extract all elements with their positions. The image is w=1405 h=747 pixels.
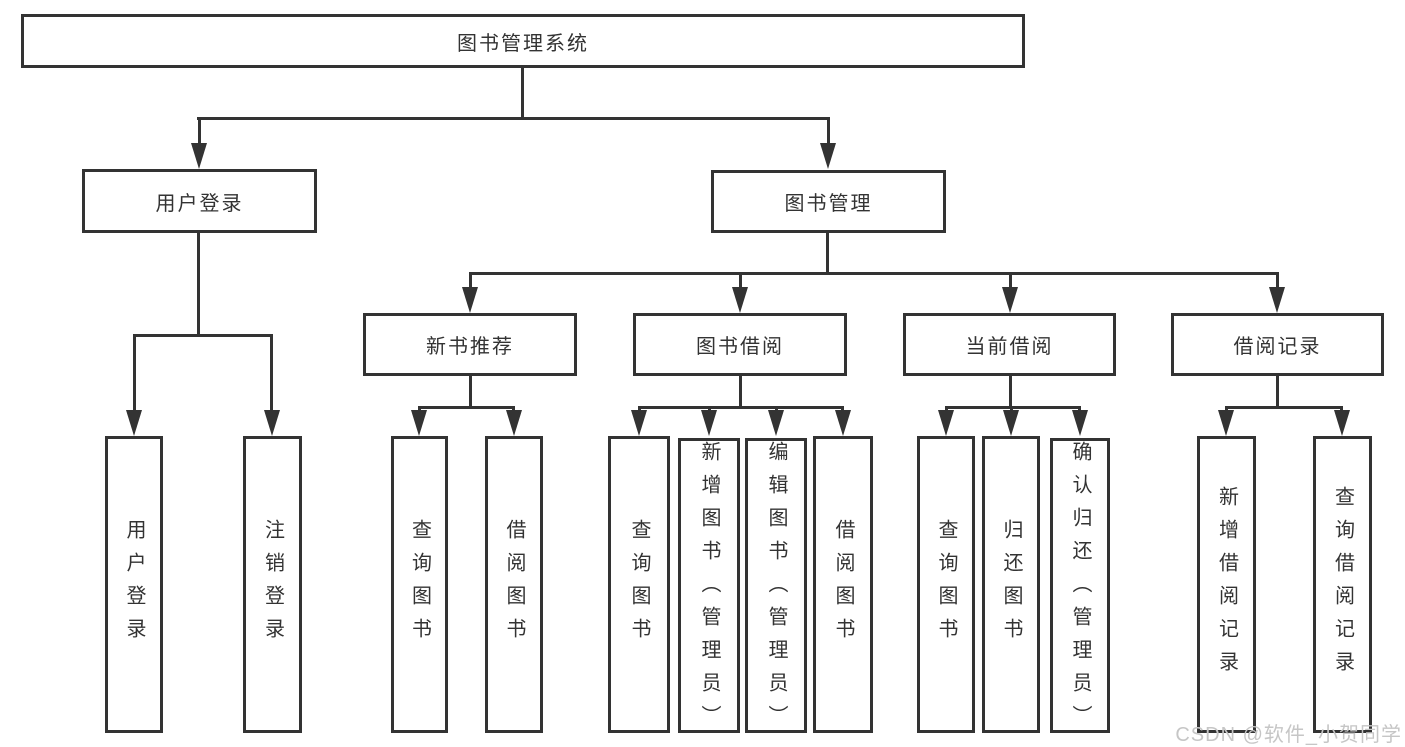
connector-v <box>197 233 200 336</box>
connector-v <box>1276 272 1279 290</box>
node-label: 借阅记录 <box>1233 336 1322 358</box>
connector-v <box>827 117 830 145</box>
arrowhead-down-icon <box>732 287 748 313</box>
node-label: 编辑图书（管理员） <box>765 441 787 738</box>
node-label: 用户登录 <box>155 192 244 215</box>
connector-v <box>469 272 472 290</box>
arrowhead-down-icon <box>1218 410 1234 436</box>
node-borrow-books-leaf: 借阅图书 <box>813 436 873 733</box>
node-edit-books-admin: 编辑图书（管理员） <box>745 438 807 738</box>
arrowhead-down-icon <box>191 143 207 169</box>
node-label: 当前借阅 <box>965 336 1054 358</box>
connector-h <box>469 272 1279 275</box>
arrowhead-down-icon <box>768 410 784 436</box>
connector-v <box>739 376 742 408</box>
node-user-login: 用户登录 <box>82 169 317 233</box>
node-query-borrow-record: 查询借阅记录 <box>1313 436 1372 733</box>
connector-h <box>638 406 844 409</box>
node-return-books: 归还图书 <box>982 436 1040 733</box>
connector-h <box>197 117 830 120</box>
node-label: 借阅图书 <box>503 518 525 651</box>
node-label: 查询图书 <box>628 518 650 651</box>
node-label: 查询借阅记录 <box>1331 485 1354 684</box>
connector-h <box>418 406 515 409</box>
connector-v <box>469 376 472 408</box>
node-borrow-books-recommend: 借阅图书 <box>485 436 543 733</box>
node-label: 图书借阅 <box>696 336 784 358</box>
arrowhead-down-icon <box>701 410 717 436</box>
node-label: 借阅图书 <box>832 518 854 651</box>
node-label: 新增借阅记录 <box>1215 485 1238 684</box>
node-book-management: 图书管理 <box>711 170 946 233</box>
connector-v <box>133 334 136 413</box>
node-label: 确认归还（管理员） <box>1069 441 1091 738</box>
connector-v <box>1276 376 1279 408</box>
node-label: 注销登录 <box>261 518 284 651</box>
arrowhead-down-icon <box>411 410 427 436</box>
node-label: 查询图书 <box>408 518 431 651</box>
connector-h <box>945 406 1081 409</box>
node-query-books-recommend: 查询图书 <box>391 436 448 733</box>
arrowhead-down-icon <box>1003 410 1019 436</box>
node-book-borrowing: 图书借阅 <box>633 313 847 376</box>
arrowhead-down-icon <box>631 410 647 436</box>
arrowhead-down-icon <box>506 410 522 436</box>
node-confirm-return-admin: 确认归还（管理员） <box>1050 438 1110 738</box>
node-logout-leaf: 注销登录 <box>243 436 302 733</box>
connector-v <box>739 272 742 290</box>
connector-v <box>1009 272 1012 290</box>
arrowhead-down-icon <box>835 410 851 436</box>
node-label: 新书推荐 <box>426 336 514 358</box>
arrowhead-down-icon <box>264 410 280 436</box>
csdn-watermark: CSDN @软件_小贺同学 <box>1175 724 1402 746</box>
node-label: 新增图书（管理员） <box>698 441 720 738</box>
arrowhead-down-icon <box>126 410 142 436</box>
arrowhead-down-icon <box>938 410 954 436</box>
arrowhead-down-icon <box>1334 410 1350 436</box>
node-new-book-recommendation: 新书推荐 <box>363 313 577 376</box>
arrowhead-down-icon <box>1072 410 1088 436</box>
connector-v <box>198 117 201 145</box>
node-label: 图书管理系统 <box>457 32 589 55</box>
node-borrowing-records: 借阅记录 <box>1171 313 1384 376</box>
node-label: 查询图书 <box>935 518 957 651</box>
connector-v <box>1009 376 1012 408</box>
arrowhead-down-icon <box>1002 287 1018 313</box>
node-user-login-leaf: 用户登录 <box>105 436 163 733</box>
connector-v <box>826 233 829 274</box>
node-query-books-borrow: 查询图书 <box>608 436 670 733</box>
node-query-books-current: 查询图书 <box>917 436 975 733</box>
node-label: 图书管理 <box>784 193 873 215</box>
arrowhead-down-icon <box>1269 287 1285 313</box>
connector-h <box>1225 406 1343 409</box>
connector-v <box>521 68 524 118</box>
node-add-borrow-record: 新增借阅记录 <box>1197 436 1256 733</box>
arrowhead-down-icon <box>820 143 836 169</box>
connector-v <box>270 334 273 413</box>
node-current-borrowing: 当前借阅 <box>903 313 1116 376</box>
node-label: 归还图书 <box>1000 518 1022 651</box>
node-label: 用户登录 <box>123 518 145 651</box>
connector-h <box>133 334 273 337</box>
node-library-management-system: 图书管理系统 <box>21 14 1025 68</box>
node-add-books-admin: 新增图书（管理员） <box>678 438 740 738</box>
arrowhead-down-icon <box>462 287 478 313</box>
